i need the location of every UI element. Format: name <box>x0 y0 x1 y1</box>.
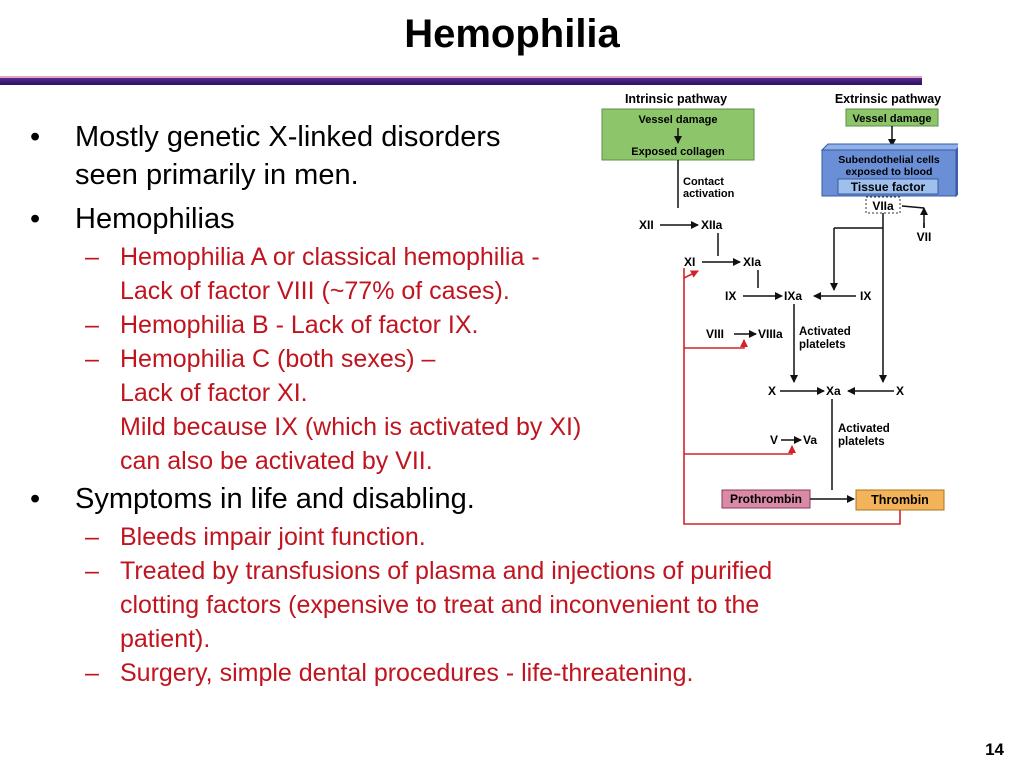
sub-bullet-text: Hemophilia C (both sexes) – <box>120 345 436 373</box>
dash-marker: – <box>85 523 99 551</box>
dash-marker: – <box>85 311 99 339</box>
sub-bullet-text: Mild because IX (which is activated by X… <box>120 413 582 441</box>
sub-bullet-text: Lack of factor VIII (~77% of cases). <box>120 277 510 305</box>
page-number: 14 <box>985 740 1004 759</box>
factor-viia-label: VIIa <box>872 199 894 213</box>
activated-platelets-label: Activated <box>799 326 851 338</box>
intrinsic-pathway-label: Intrinsic pathway <box>625 92 727 106</box>
factor-v-label: V <box>770 433 778 447</box>
factor-xiia-label: XIIa <box>701 218 723 232</box>
factor-xia-label: XIa <box>743 255 761 269</box>
factor-viiia-label: VIIIa <box>758 327 783 341</box>
sub-bullet-text: Lack of factor XI. <box>120 379 308 407</box>
prothrombin-label: Prothrombin <box>730 492 802 506</box>
vii-to-viia-connector <box>901 205 925 209</box>
bullet-marker: • <box>30 121 41 153</box>
vessel-damage-label: Vessel damage <box>853 113 932 125</box>
sub-bullet-text: Hemophilia A or classical hemophilia - <box>120 243 540 271</box>
bullet-text: Hemophilias <box>75 203 235 235</box>
exposed-collagen-label: Exposed collagen <box>631 146 725 158</box>
factor-ixa-label: IXa <box>784 289 802 303</box>
coagulation-cascade-diagram: Intrinsic pathway Extrinsic pathway Vess… <box>601 92 958 525</box>
subendothelial-box-top <box>820 143 958 151</box>
factor-ix-label: IX <box>725 289 736 303</box>
factor-x-right-label: X <box>896 384 904 398</box>
sub-bullet-text: Treated by transfusions of plasma and in… <box>120 557 773 585</box>
dash-marker: – <box>85 659 99 687</box>
bullet-text: seen primarily in men. <box>75 159 359 191</box>
sub-bullet-text: Hemophilia B - Lack of factor IX. <box>120 311 479 339</box>
contact-activation-label: activation <box>683 188 735 200</box>
factor-x-label: X <box>768 384 776 398</box>
thrombin-feedback-to-v-arrow <box>684 445 796 455</box>
extrinsic-pathway-label: Extrinsic pathway <box>835 92 941 106</box>
thrombin-feedback-to-viii-arrow <box>684 339 748 349</box>
factor-viii-label: VIII <box>706 327 724 341</box>
sub-bullet-text: clotting factors (expensive to treat and… <box>120 591 760 619</box>
slide-title: Hemophilia <box>404 12 620 56</box>
vessel-damage-label: Vessel damage <box>639 114 718 126</box>
factor-xi-label: XI <box>684 255 695 269</box>
factor-xa-label: Xa <box>826 384 841 398</box>
activated-platelets-label: platelets <box>838 436 885 448</box>
factor-vii-label: VII <box>917 230 932 244</box>
activated-platelets-label: Activated <box>838 423 890 435</box>
contact-activation-label: Contact <box>683 176 724 188</box>
title-divider <box>0 76 922 85</box>
subendothelial-label: exposed to blood <box>846 166 933 178</box>
viia-dashed-box <box>865 196 901 214</box>
sub-bullet-text: Surgery, simple dental procedures - life… <box>120 659 694 687</box>
factor-va-label: Va <box>803 433 817 447</box>
bullet-text: Symptoms in life and disabling. <box>75 483 475 515</box>
sub-bullet-text: Bleeds impair joint function. <box>120 523 426 551</box>
activated-platelets-label: platelets <box>799 339 846 351</box>
dash-marker: – <box>85 345 99 373</box>
bullet-marker: • <box>30 203 41 235</box>
dash-marker: – <box>85 243 99 271</box>
thrombin-feedback-to-xi-arrow <box>683 270 901 525</box>
tissue-factor-box <box>837 178 939 195</box>
tissue-factor-label: Tissue factor <box>851 180 926 194</box>
dash-marker: – <box>85 557 99 585</box>
subendothelial-label: Subendothelial cells <box>838 154 940 166</box>
bullet-marker: • <box>30 483 41 515</box>
thrombin-label: Thrombin <box>871 493 929 507</box>
factor-xii-label: XII <box>639 218 654 232</box>
factor-ix-right-label: IX <box>860 289 871 303</box>
sub-bullet-text: patient). <box>120 625 211 653</box>
bullet-text: Mostly genetic X-linked disorders <box>75 121 501 153</box>
sub-bullet-text: can also be activated by VII. <box>120 447 433 475</box>
